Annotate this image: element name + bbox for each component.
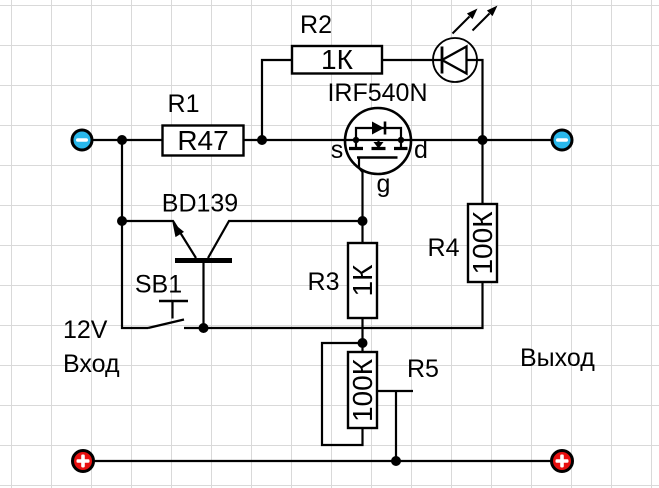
junction-dots: [117, 135, 488, 466]
junction-dot: [357, 216, 368, 226]
mosfet-ref-label: IRF540N: [327, 79, 427, 107]
r2-ref-label: R2: [300, 11, 332, 39]
plus-icon: [555, 454, 569, 468]
led-symbol: [439, 5, 498, 76]
junction-dot: [357, 338, 368, 348]
mosfet-stub-dot: [397, 136, 405, 144]
mosfet-pin-drain-label: d: [414, 136, 428, 164]
r1-value: R47: [177, 125, 228, 156]
junction-dot: [198, 323, 209, 333]
wire-mid-rail: [184, 282, 484, 330]
light-arrow-2-head: [486, 5, 498, 17]
pushbutton-sb1-symbol: [147, 299, 188, 330]
minus-icon: [556, 138, 568, 142]
output-label: Выход: [520, 344, 595, 372]
input-positive-terminal: [71, 449, 95, 473]
labels: R1 R47 R2 1К R3 1К R4 100К R5 100К IRF54…: [63, 11, 595, 422]
mosfet-body-diode-arrow: [372, 121, 384, 135]
mosfet-symbol: [349, 121, 408, 159]
output-positive-terminal: [550, 449, 574, 473]
r4-value: 100К: [467, 211, 498, 275]
input-voltage-label: 12V: [63, 316, 108, 344]
transistor-bd139-symbol: [172, 222, 232, 263]
wire-transistor-emitter: [122, 219, 197, 259]
resistor-r4: [466, 202, 499, 284]
led-anode-triangle: [439, 44, 468, 76]
pushbutton-ref-label: SB1: [135, 271, 182, 299]
wire-r5-bypass-loop: [320, 341, 364, 447]
plus-icon: [76, 454, 90, 468]
wire-mosfet-gate: [357, 157, 364, 221]
input-negative-terminal: [70, 128, 94, 152]
light-arrow-1-head: [466, 8, 478, 20]
sb1-bridge: [147, 318, 185, 330]
output-negative-terminal: [550, 128, 574, 152]
transistor-emitter-arrow: [172, 222, 184, 238]
resistor-r2: [290, 44, 384, 75]
r3-value: 1К: [347, 264, 378, 297]
r2-value: 1К: [321, 44, 354, 75]
input-label: Вход: [63, 350, 120, 378]
wire-transistor-collector: [207, 219, 363, 259]
r1-ref-label: R1: [168, 90, 200, 118]
resistor-r3: [346, 241, 379, 320]
r5-ref-label: R5: [407, 355, 439, 383]
minus-icon: [76, 138, 88, 142]
light-arrow-1-shaft: [451, 15, 471, 35]
resistors: [161, 44, 499, 430]
r3-ref-label: R3: [308, 268, 340, 296]
r4-ref-label: R4: [428, 234, 460, 262]
wire-led-to-rail: [466, 58, 484, 140]
transistor-ref-label: BD139: [162, 190, 238, 218]
mosfet-substrate-arrow: [373, 142, 384, 149]
light-arrow-2-shaft: [471, 12, 491, 32]
mosfet-stub-dot: [352, 136, 360, 144]
wire-r2-branch: [260, 58, 293, 140]
mosfet-pin-gate-label: g: [377, 170, 391, 198]
wire-left-branch: [120, 140, 148, 330]
junction-dot: [391, 456, 401, 466]
junction-dot: [477, 135, 488, 145]
r5-value: 100К: [347, 358, 378, 422]
mosfet-pin-source-label: s: [331, 136, 344, 164]
terminals: [70, 128, 574, 473]
junction-dot: [117, 216, 127, 226]
junction-dot: [117, 135, 127, 145]
resistor-r5: [346, 350, 379, 430]
light-arrows-icon: [451, 5, 498, 35]
resistor-r1: [161, 124, 245, 157]
junction-dot: [257, 135, 267, 145]
